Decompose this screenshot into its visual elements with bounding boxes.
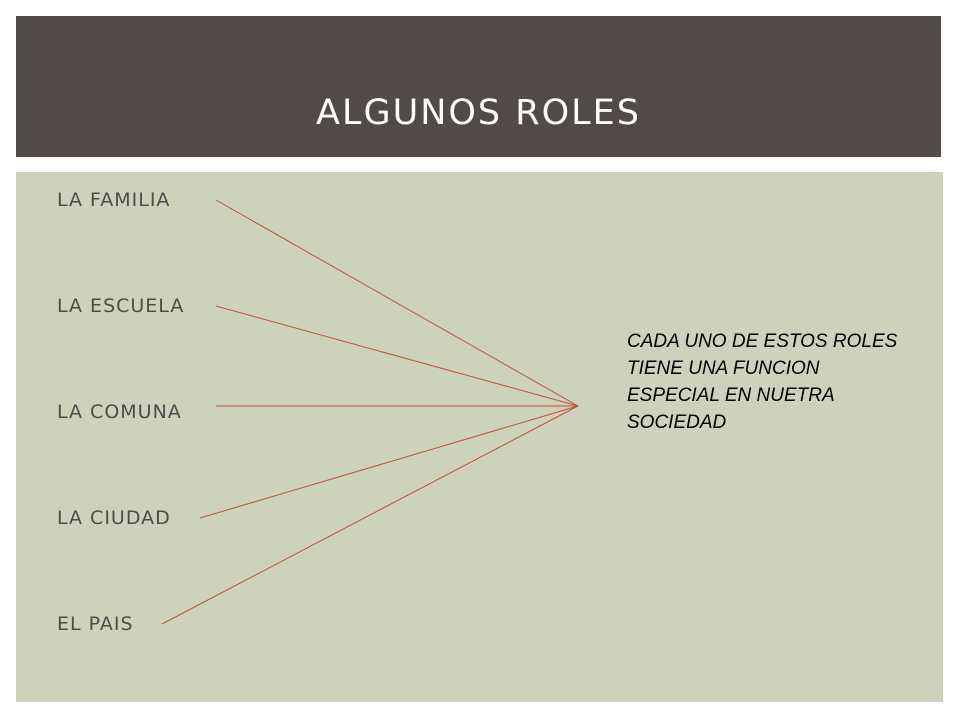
role-ciudad: LA CIUDAD (57, 507, 171, 529)
role-escuela: LA ESCUELA (57, 295, 185, 317)
explanation-note: CADA UNO DE ESTOS ROLES TIENE UNA FUNCIO… (627, 331, 898, 433)
content-area (16, 172, 943, 702)
slide-title: ALGUNOS ROLES (316, 93, 641, 133)
role-pais: EL PAIS (57, 613, 134, 635)
title-bar: ALGUNOS ROLES (16, 16, 941, 157)
role-comuna: LA COMUNA (57, 401, 182, 423)
role-familia: LA FAMILIA (57, 189, 171, 211)
